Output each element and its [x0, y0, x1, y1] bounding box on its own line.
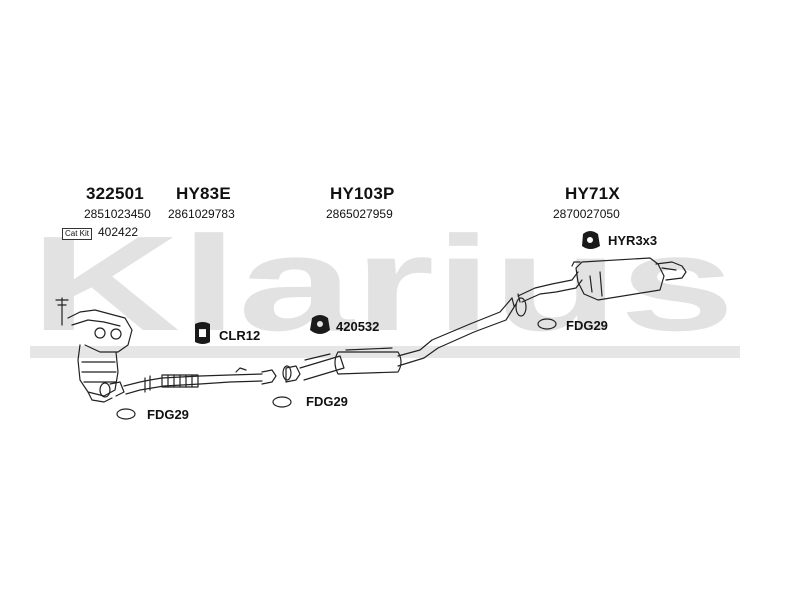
watermark-text: Klarius: [30, 208, 735, 359]
rubber-hanger-icon: [310, 315, 330, 334]
gasket-icon: [99, 382, 111, 398]
catalyst-manifold-part: [55, 297, 133, 403]
middle-silencer-part: [285, 297, 517, 383]
gasket-icon: [537, 318, 557, 330]
clr12-label: CLR12: [219, 328, 261, 343]
fdg-rear-label: FDG29: [566, 318, 608, 333]
front-pipe-code: HY83E: [176, 184, 231, 203]
front-pipe-number: 2861029783: [168, 207, 235, 221]
rear-silencer-code: HY71X: [565, 184, 620, 203]
rear-silencer-part: [511, 257, 687, 307]
fdg-mid-label: FDG29: [306, 394, 348, 409]
catkit-number: 402422: [98, 225, 139, 239]
front-pipe-part: [123, 367, 277, 395]
rubber-mount-icon: [195, 322, 210, 344]
rear-silencer-number: 2870027050: [553, 207, 620, 221]
rubber-hanger-icon: [582, 231, 600, 249]
hyr-label: HYR3x3: [608, 233, 658, 248]
middle-silencer-code: HY103P: [330, 184, 395, 203]
bracket-420532-label: 420532: [336, 319, 380, 334]
cat-part-number: 2851023450: [84, 207, 151, 221]
gasket-icon: [515, 297, 527, 317]
catkit-badge: Cat Kit: [62, 228, 93, 240]
gasket-icon: [272, 396, 292, 408]
middle-silencer-number: 2865027959: [326, 207, 393, 221]
cat-part-code: 322501: [86, 184, 144, 203]
fdg-front-label: FDG29: [147, 407, 189, 422]
gasket-icon: [282, 365, 292, 381]
gasket-icon: [116, 408, 136, 420]
